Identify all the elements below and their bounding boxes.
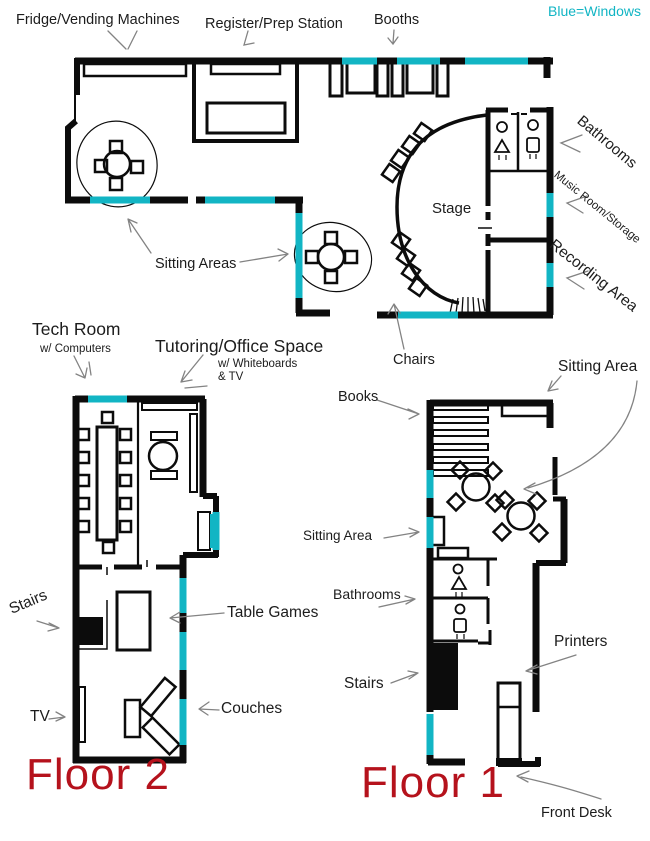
floor-2-plan [72, 395, 220, 764]
floor-2-title: Floor 2 [26, 750, 170, 799]
label-stairs-f1: Stairs [344, 675, 384, 692]
label-table-games: Table Games [227, 604, 319, 621]
label-tutoring-sub2: & TV [218, 371, 244, 383]
printers-arrow [525, 654, 577, 675]
label-tutoring: Tutoring/Office Space [155, 336, 324, 356]
tech-room-arrow [73, 355, 92, 379]
sitting-area-1 [76, 120, 158, 208]
stairs-f1-arrow [390, 670, 419, 684]
label-books: Books [338, 389, 379, 405]
printers-station [496, 681, 522, 765]
bathrooms-f1-arrow [378, 595, 416, 608]
label-couches: Couches [221, 700, 283, 717]
recording-arrow [565, 270, 589, 290]
windows-top-floor [90, 57, 554, 319]
register-prep-station [192, 61, 299, 143]
toilet-icon [493, 119, 540, 160]
bathrooms-top [486, 107, 553, 173]
stairs-f2-arrow [36, 620, 60, 632]
booths-arrow [387, 29, 399, 46]
label-booths: Booths [374, 12, 420, 28]
label-tv: TV [30, 708, 50, 725]
booths [328, 60, 450, 98]
f2-stairs-block [77, 617, 103, 645]
tutoring-tv [189, 413, 198, 493]
top-floor-plan [65, 57, 554, 319]
label-sitting-areas: Sitting Areas [155, 256, 237, 272]
windows-floor-2 [88, 395, 220, 745]
f2-tv [78, 686, 86, 743]
floor-1-title: Floor 1 [361, 758, 505, 807]
sitting-areas-right-arrow [239, 248, 289, 263]
window-bench [430, 515, 446, 547]
tutoring-arrow [180, 354, 208, 389]
whiteboard [141, 402, 198, 411]
sitting-f1-curved-arrow [523, 380, 638, 495]
sitting-areas-left-arrow [127, 218, 152, 254]
label-sitting-area-f1-top: Sitting Area [558, 358, 638, 375]
label-stage: Stage [432, 200, 472, 217]
sitting-f1-right-arrow [547, 375, 562, 392]
books-arrow [376, 399, 420, 420]
table-games-arrow [169, 611, 225, 624]
label-bathrooms-f1: Bathrooms [333, 586, 401, 602]
stage-arc [395, 113, 488, 305]
front-desk [496, 758, 522, 766]
label-fridge: Fridge/Vending Machines [16, 12, 180, 28]
window-seat [197, 511, 211, 551]
sitting-f1-left-arrow [383, 527, 420, 539]
stage-steps [449, 296, 486, 314]
couch-2 [140, 715, 182, 757]
bathrooms-top-arrow [559, 134, 583, 153]
bathrooms-floor-1 [433, 546, 497, 645]
register-arrow [243, 30, 255, 46]
label-sitting-area-f1-left: Sitting Area [303, 528, 373, 543]
music-room-arrow [565, 195, 588, 214]
label-tech-room-sub: w/ Computers [40, 343, 111, 355]
stage-chairs-arrow [387, 303, 405, 350]
tv-arrow [48, 711, 66, 722]
small-table [123, 698, 142, 739]
front-desk-arrow [516, 770, 602, 800]
top-shelf [500, 403, 550, 418]
tutoring-table [147, 440, 179, 472]
f1-sitting-tables [445, 459, 550, 544]
toilet-icon [450, 563, 468, 639]
table-games-table [115, 590, 152, 652]
fridge-arrow [107, 30, 138, 50]
stage-chairs [380, 121, 434, 298]
bookshelves [432, 403, 489, 477]
couches-arrow [198, 701, 220, 716]
legend-blue-windows: Blue=Windows [548, 3, 641, 19]
label-tech-room: Tech Room [32, 319, 121, 339]
label-register: Register/Prep Station [205, 16, 343, 32]
floor-1-plan [426, 399, 568, 767]
fridge-vending-counter [82, 62, 188, 78]
label-printers: Printers [554, 633, 608, 650]
couch-1 [138, 676, 178, 718]
tech-room-chairs [76, 410, 133, 555]
label-tutoring-sub1: w/ Whiteboards [218, 358, 298, 370]
f1-stairs-block [430, 643, 458, 710]
annotation-arrows [36, 29, 638, 800]
label-front-desk: Front Desk [541, 805, 612, 821]
label-stage-chairs: Chairs [393, 352, 435, 368]
tech-room-table [95, 425, 119, 542]
